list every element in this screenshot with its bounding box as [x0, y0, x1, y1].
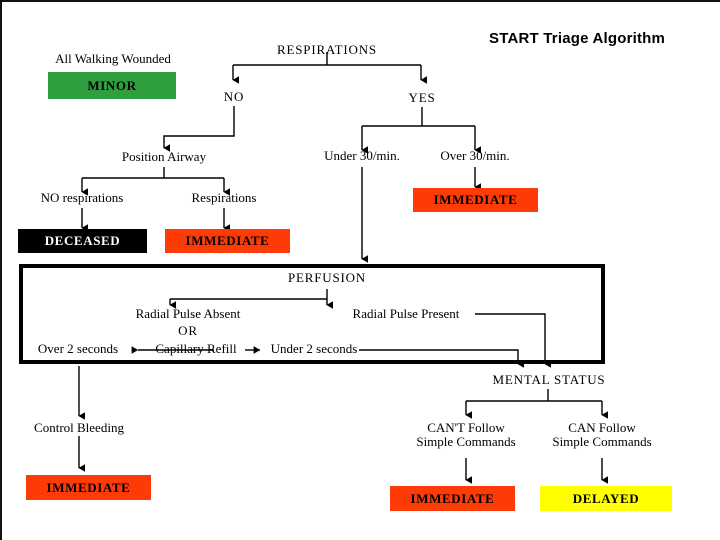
node-capillary-refill: Capillary Refill	[155, 341, 237, 356]
node-position-airway: Position Airway	[121, 149, 207, 164]
node-or: OR	[178, 323, 198, 338]
node-cant-follow: CAN'T Follow Simple Commands	[406, 421, 526, 449]
category-box-immediate-rate[interactable]: IMMEDIATE	[413, 188, 538, 212]
node-can-follow-line1: CAN Follow	[568, 420, 636, 435]
node-over-30: Over 30/min.	[440, 148, 510, 163]
node-control-bleeding: Control Bleeding	[34, 420, 124, 435]
category-box-deceased[interactable]: DECEASED	[18, 229, 147, 253]
category-box-immediate-bleeding[interactable]: IMMEDIATE	[26, 475, 151, 500]
category-box-immediate-airway[interactable]: IMMEDIATE	[165, 229, 290, 253]
category-box-delayed[interactable]: DELAYED	[540, 486, 672, 511]
node-can-follow: CAN Follow Simple Commands	[542, 421, 662, 449]
perfusion-section-frame	[19, 264, 605, 364]
node-respirations-present: Respirations	[191, 190, 257, 205]
node-under-2-seconds: Under 2 seconds	[270, 341, 358, 356]
page-title: START Triage Algorithm	[489, 30, 666, 47]
node-under-30: Under 30/min.	[324, 148, 400, 163]
node-perfusion: PERFUSION	[288, 270, 366, 285]
category-box-immediate-mental[interactable]: IMMEDIATE	[390, 486, 515, 511]
node-respirations: RESPIRATIONS	[277, 42, 377, 57]
category-box-minor[interactable]: MINOR	[48, 72, 176, 99]
node-mental-status: MENTAL STATUS	[492, 372, 606, 387]
node-can-follow-line2: Simple Commands	[552, 434, 652, 449]
node-over-2-seconds: Over 2 seconds	[37, 341, 119, 356]
node-all-walking-wounded: All Walking Wounded	[55, 51, 171, 66]
node-no: NO	[223, 89, 245, 104]
node-cant-follow-line2: Simple Commands	[416, 434, 516, 449]
node-radial-pulse-absent: Radial Pulse Absent	[135, 306, 241, 321]
node-no-respirations: NO respirations	[40, 190, 124, 205]
node-cant-follow-line1: CAN'T Follow	[427, 420, 505, 435]
node-yes: YES	[408, 90, 436, 105]
node-radial-pulse-present: Radial Pulse Present	[352, 306, 460, 321]
